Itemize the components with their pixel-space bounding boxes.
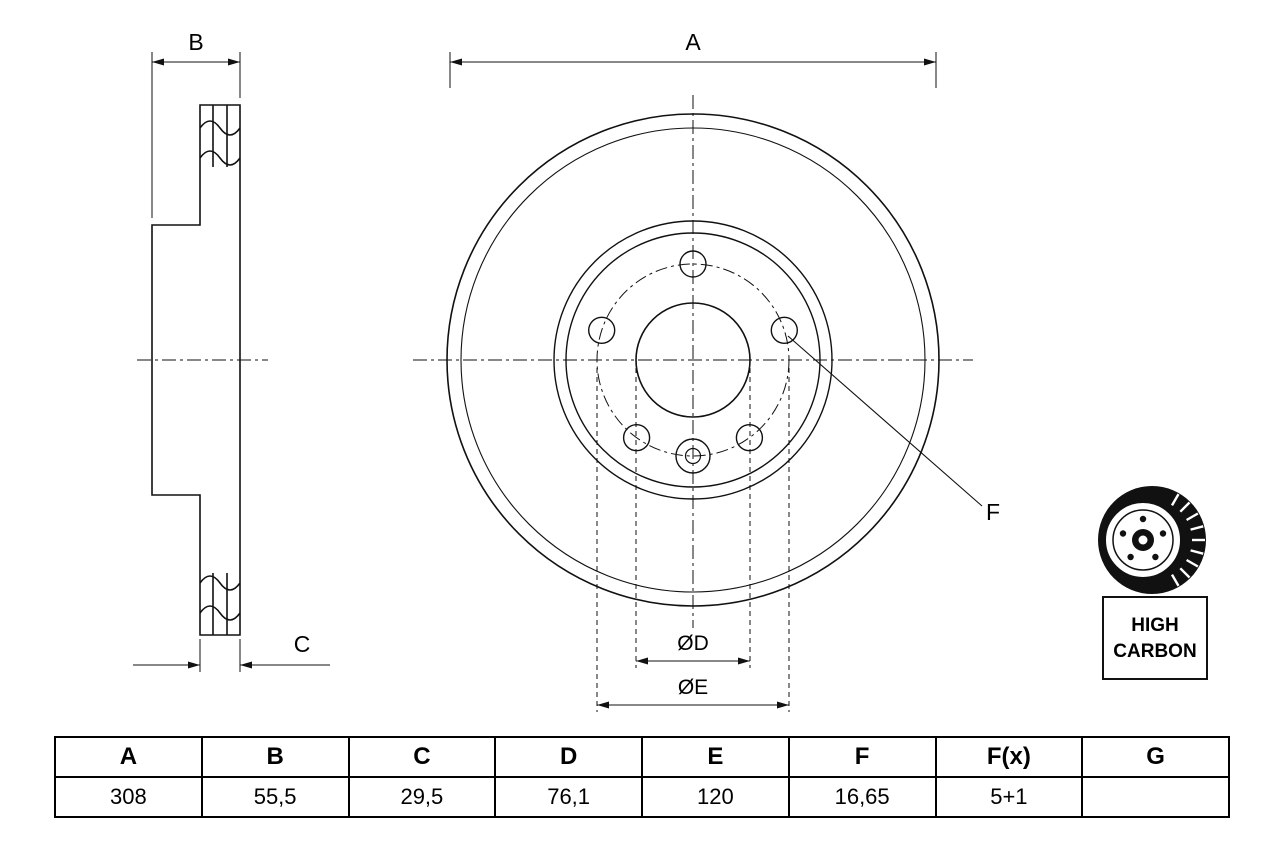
spec-table-value-row: 308 55,5 29,5 76,1 120 16,65 5+1 bbox=[54, 776, 1230, 818]
dimension-d bbox=[635, 368, 751, 668]
badge-line-2: CARBON bbox=[1113, 641, 1196, 662]
spec-header-c: C bbox=[347, 736, 497, 778]
spec-value-a: 308 bbox=[54, 776, 203, 818]
spec-value-c: 29,5 bbox=[347, 776, 497, 818]
arrowhead bbox=[636, 657, 648, 665]
arrowhead bbox=[597, 701, 609, 709]
vent-break-wave bbox=[199, 150, 241, 166]
bolt-hole bbox=[735, 424, 764, 452]
badge-line-1: HIGH bbox=[1131, 615, 1179, 636]
vent-break-wave bbox=[199, 575, 241, 591]
arrowhead bbox=[240, 661, 252, 669]
spec-value-f: 16,65 bbox=[787, 776, 937, 818]
vent-break-wave bbox=[199, 120, 241, 136]
arrowhead bbox=[188, 661, 200, 669]
brake-disc-icon bbox=[1098, 486, 1206, 594]
bolt-hole bbox=[770, 316, 798, 344]
spec-value-b: 55,5 bbox=[200, 776, 350, 818]
side-view-cross-section bbox=[151, 104, 241, 636]
dimension-c bbox=[133, 639, 330, 672]
arrowhead bbox=[152, 58, 164, 66]
spec-table: A B C D E F F(x) G 308 55,5 29,5 76,1 12… bbox=[54, 736, 1230, 818]
dimension-b-label: B bbox=[188, 29, 203, 55]
arrowhead bbox=[777, 701, 789, 709]
icon-bolt-hole bbox=[1159, 530, 1167, 537]
spec-header-e: E bbox=[641, 736, 790, 778]
arrowhead bbox=[738, 657, 750, 665]
disc-profile-outline bbox=[151, 104, 241, 636]
dimension-c-label: C bbox=[294, 631, 311, 657]
f-leader-line bbox=[787, 335, 983, 507]
dimension-a-label: A bbox=[685, 29, 701, 55]
spec-header-g: G bbox=[1081, 736, 1230, 778]
arrowhead bbox=[228, 58, 240, 66]
spec-table-header-row: A B C D E F F(x) G bbox=[54, 736, 1230, 778]
spec-header-b: B bbox=[200, 736, 350, 778]
spec-value-e: 120 bbox=[641, 776, 790, 818]
icon-bolt-hole bbox=[1127, 553, 1134, 561]
dimension-b bbox=[151, 52, 241, 218]
dimension-f-label: F bbox=[986, 499, 1000, 525]
spec-header-fx: F(x) bbox=[934, 736, 1084, 778]
arrowhead bbox=[924, 58, 936, 66]
dimension-a bbox=[449, 52, 937, 88]
bolt-hole bbox=[588, 316, 616, 344]
dimension-e bbox=[596, 368, 790, 712]
dimension-e-label: ØE bbox=[678, 676, 708, 699]
spec-value-d: 76,1 bbox=[494, 776, 643, 818]
bolt-hole bbox=[622, 424, 651, 452]
spec-table-container: A B C D E F F(x) G 308 55,5 29,5 76,1 12… bbox=[54, 736, 1230, 818]
vent-break-wave bbox=[199, 605, 241, 621]
spec-value-fx: 5+1 bbox=[934, 776, 1084, 818]
vent-slits bbox=[1170, 493, 1205, 587]
icon-bolt-hole bbox=[1139, 515, 1147, 523]
icon-bolt-hole bbox=[1152, 553, 1159, 561]
dimension-d-label: ØD bbox=[677, 632, 709, 655]
icon-bolt-hole bbox=[1119, 530, 1127, 537]
spec-value-g bbox=[1081, 776, 1230, 818]
spec-header-f: F bbox=[787, 736, 937, 778]
technical-drawing: B A C bbox=[133, 29, 1208, 712]
high-carbon-badge: HIGH CARBON bbox=[1102, 596, 1208, 680]
spec-header-d: D bbox=[494, 736, 643, 778]
spec-header-a: A bbox=[54, 736, 203, 778]
arrowhead bbox=[450, 58, 462, 66]
